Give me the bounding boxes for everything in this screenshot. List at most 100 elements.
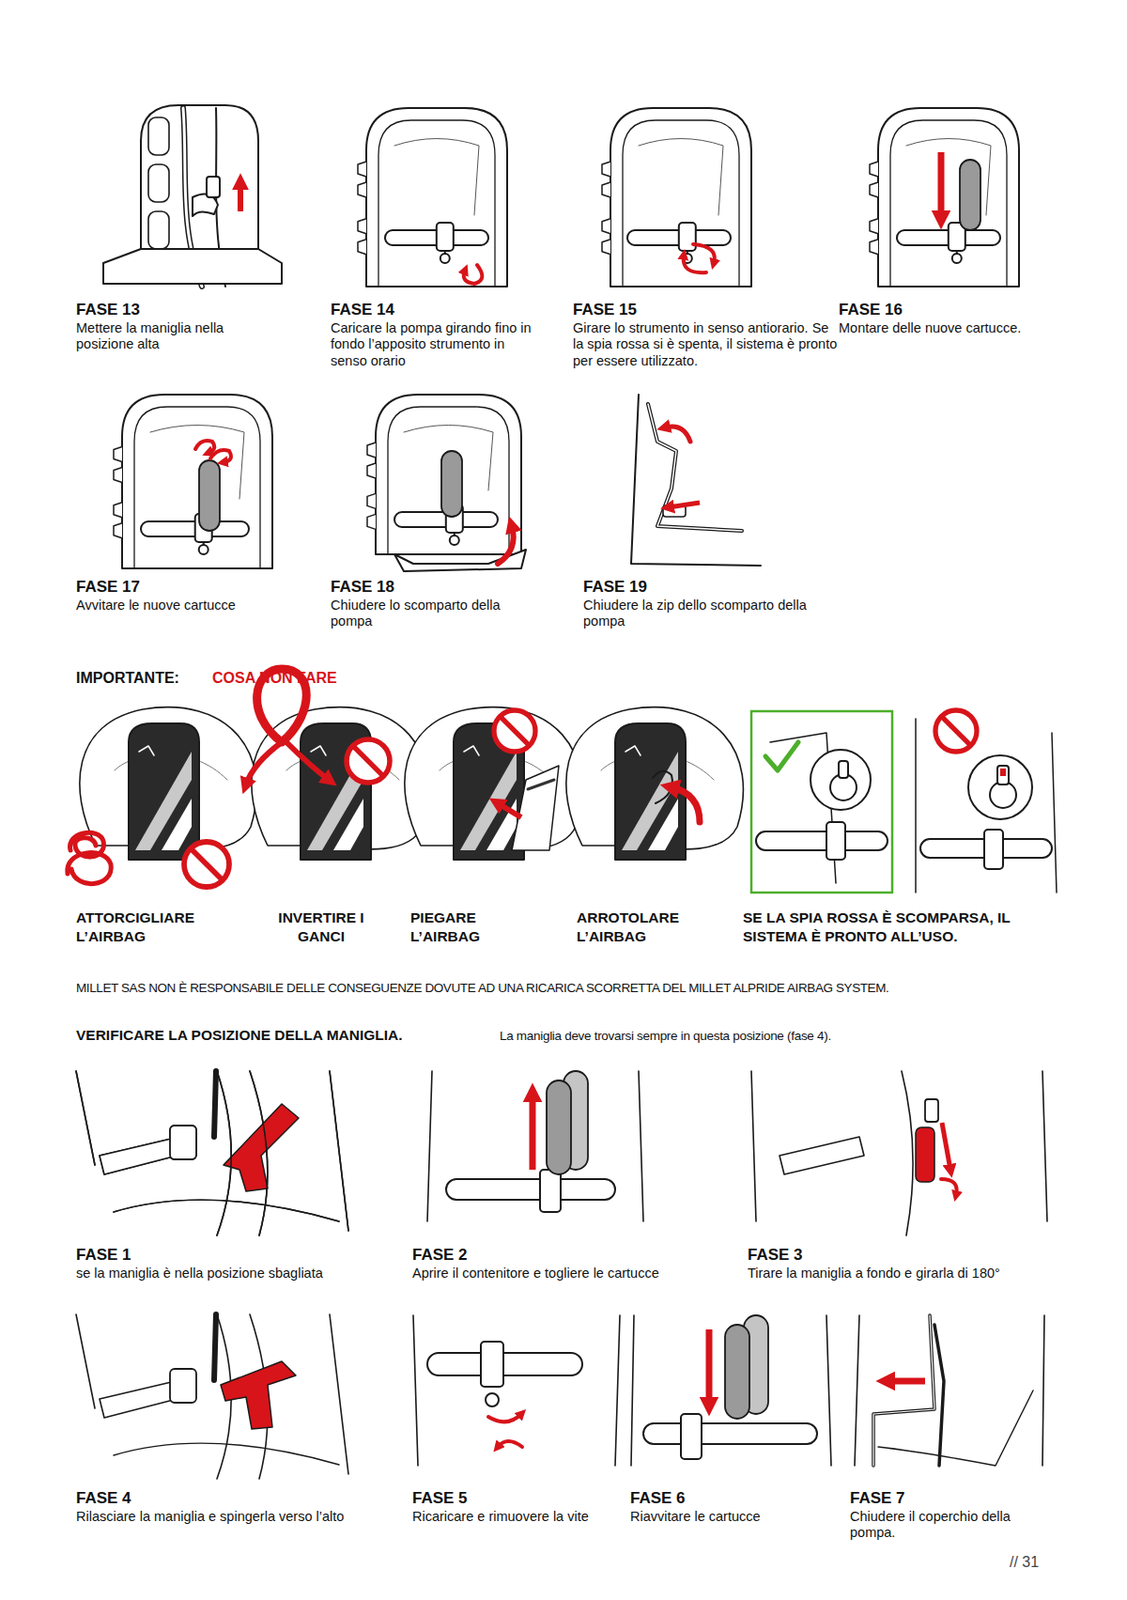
handle-clip [206,176,220,198]
step-number: FASE 16 [838,300,1093,320]
pack-edge [915,718,1057,893]
back-pad [148,164,170,202]
pack-clip [138,745,155,756]
back-pad [148,211,170,249]
pump-clamp [984,829,1004,869]
pump-screw-stem [956,250,958,254]
prohibition-sign [935,710,977,752]
side-buckle [113,447,123,463]
pump-clamp [540,1169,561,1212]
backpack-outline [122,394,273,569]
pump-clamp [436,222,454,251]
gauge-window [838,760,849,778]
prohibition-bar [500,716,529,745]
gauge-zoom [968,755,1033,819]
pump-screw-stem [202,541,205,545]
warning-label: PIEGARE L’AIRBAG [410,908,514,946]
red-arrow [938,152,945,218]
fabric-fold [638,138,724,217]
cartridge [725,1324,750,1419]
warning-label: INVERTIRE I GANCI [264,908,378,946]
step-caption: Riavvitare le cartucce [630,1508,837,1525]
backpack-inner [378,120,495,287]
pack-edge [76,1313,349,1474]
backpack-outline [375,394,522,555]
step-caption: Rilasciare la maniglia e spingerla verso… [76,1508,386,1525]
step-number: FASE 15 [572,300,827,320]
pack-edge [76,1070,349,1231]
gauge-zoom [810,749,871,810]
pack-edge [751,1070,1048,1221]
side-buckle [869,218,879,234]
step-number: FASE 14 [330,300,538,320]
pump-screw-stem [453,532,456,536]
correct-panel [751,710,893,893]
pump-handle [756,831,888,850]
step-4-illustration [76,1313,349,1479]
cartridge [199,460,220,531]
pack-stripe [135,751,192,850]
red-arrow [529,1094,537,1170]
red-curved-arrow [463,264,483,284]
red-curved-arrow [286,741,329,780]
handle-clip [925,1098,939,1122]
prohibition-sign [346,739,390,783]
red-curved-arrow [497,1440,523,1447]
pack-edge [854,1314,1045,1466]
pump-cover [878,1389,1034,1466]
backpack-side [631,394,761,566]
cartridge [441,450,463,517]
side-buckle [357,239,367,255]
side-buckle [113,502,123,518]
pack-stripe [648,798,679,850]
side-buckle [357,218,367,234]
step-number: FASE 19 [583,577,809,597]
pack-clip [310,745,326,756]
side-buckle [602,218,611,234]
red-curved-arrow [210,449,232,463]
red-arrow [706,1328,713,1405]
pack-edge [76,1070,349,1231]
red-curved-arrow [941,1178,958,1195]
pump-handle [446,1178,616,1200]
twist-coil [67,852,112,884]
pump-clamp [826,821,846,860]
side-buckle [602,182,611,198]
side-buckle [367,493,376,509]
red-arrow [497,802,522,818]
backpack-outline [610,108,752,287]
cable [214,1070,217,1137]
step-number: FASE 3 [747,1245,1030,1265]
page-number: // 31 [1009,1552,1085,1571]
red-curved-arrow [671,787,700,822]
trigger-handle-correct [220,1360,296,1429]
backpack-outline [366,108,508,287]
prohibition-bar [353,745,383,775]
step-number: FASE 5 [412,1488,601,1508]
trigger-handle-wrong [223,1103,299,1191]
red-arrow [668,502,700,508]
shoulder-strap [249,1070,268,1236]
section-note: La maniglia deve trovarsi sempre in ques… [499,1028,1026,1044]
check-mark [765,741,799,771]
step-caption: Chiudere lo scomparto della pompa [330,597,533,631]
section-heading: COSA NON FARE [212,668,401,687]
gauge [989,781,1017,808]
pack-edge [631,1314,832,1466]
shoulder-strap [216,1070,232,1236]
pack-edge [427,1070,644,1221]
cable [214,1313,217,1380]
step-number: FASE 17 [76,577,283,597]
pump-screw [952,253,962,263]
pump-clamp [480,1341,504,1387]
pack-stripe [621,751,679,850]
section-heading: VERIFICARE LA POSIZIONE DELLA MANIGLIA. [76,1026,509,1045]
folded-flap [511,765,559,850]
hip-belt [103,248,282,284]
step-caption: Girare lo strumento in senso antiorario.… [572,320,838,370]
step-caption: Chiudere la zip dello scomparto della po… [583,597,814,631]
airbag-pack [128,723,200,860]
backpack-outline [878,108,1019,287]
buckle [169,1125,197,1159]
